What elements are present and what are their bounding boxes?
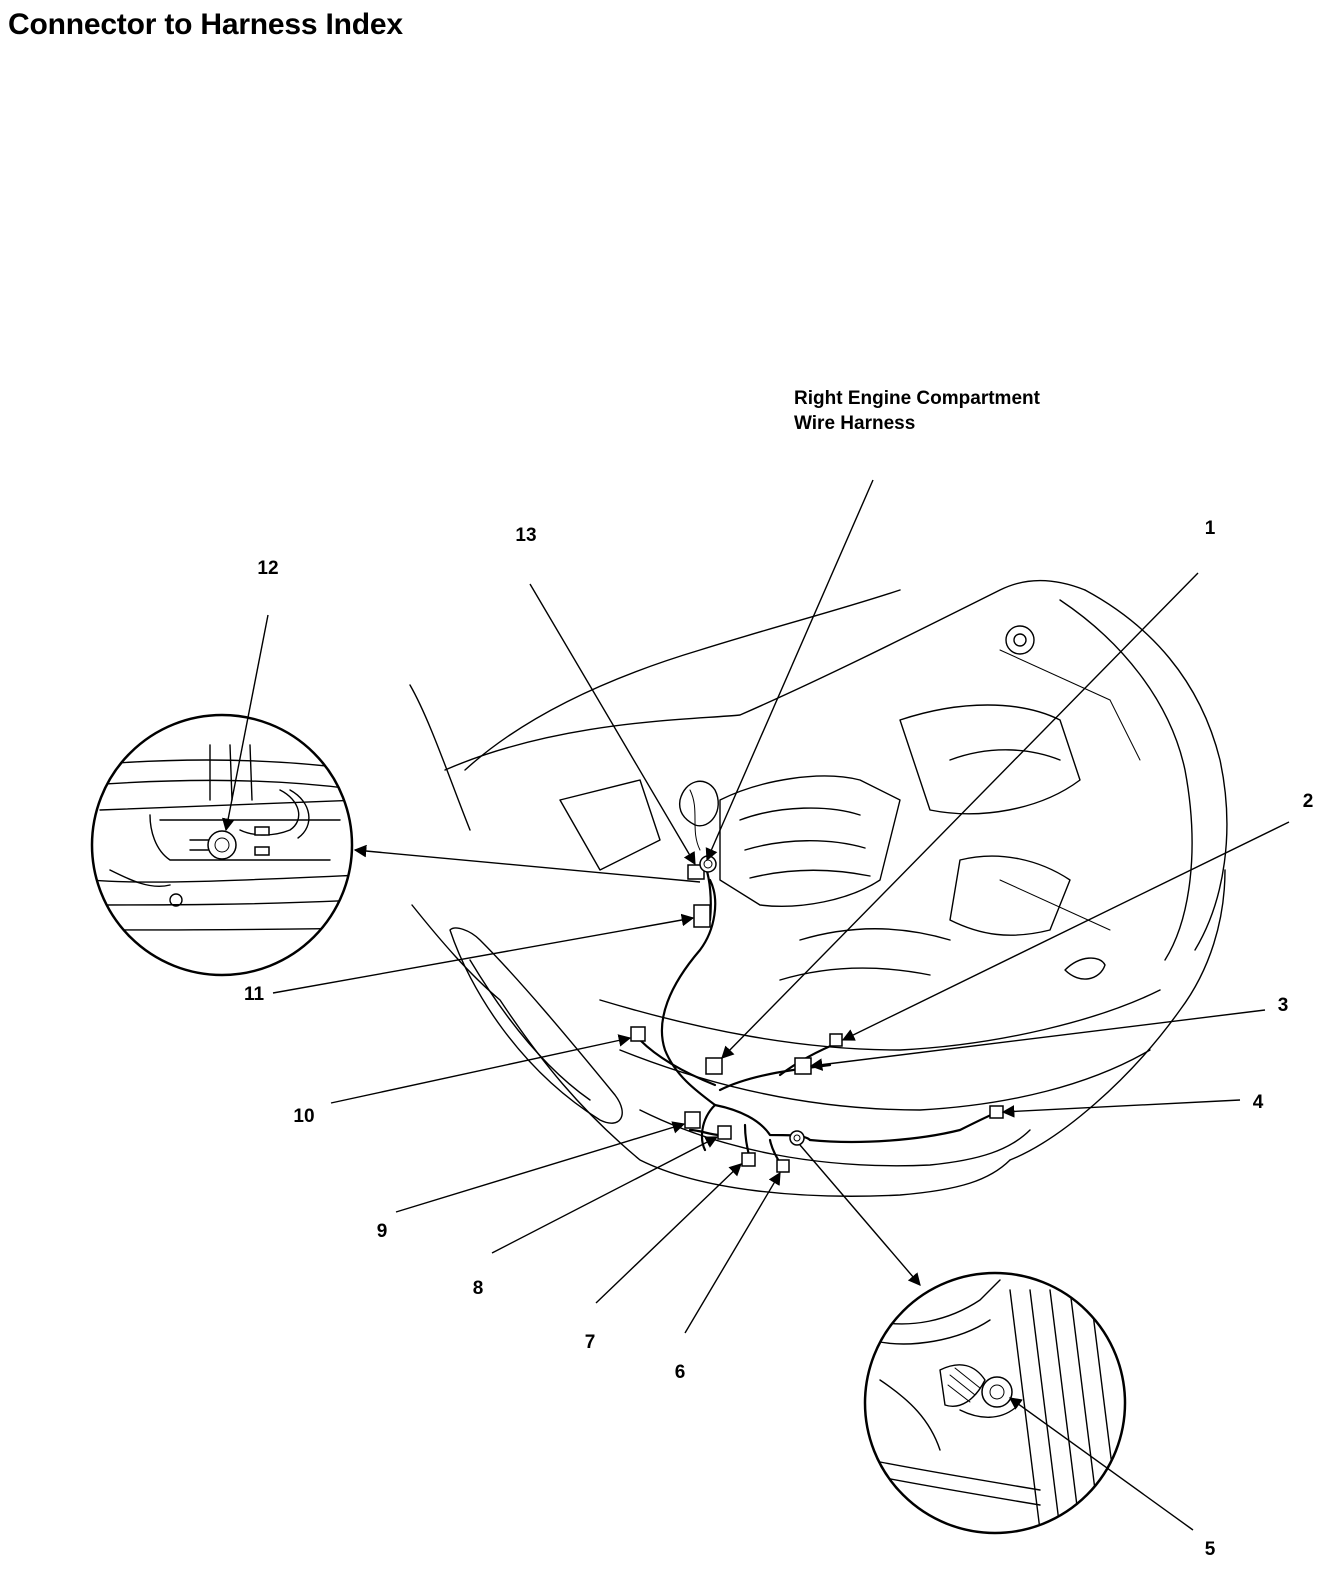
callout-10: 10 [293,1106,315,1127]
callout-3: 3 [1277,995,1289,1016]
callout-1: 1 [1204,518,1216,539]
callout-9: 9 [376,1221,388,1242]
callout-6: 6 [674,1362,686,1383]
harness-label-line-2: Wire Harness [794,413,916,434]
callout-11: 11 [243,984,265,1005]
callout-5: 5 [1204,1539,1216,1560]
callout-2: 2 [1302,791,1314,812]
callout-12: 12 [257,558,279,579]
vehicle-body [409,579,1228,1197]
harness-label: Right Engine Compartment Wire Harness [794,386,1040,436]
callout-7: 7 [584,1332,596,1353]
callout-13: 13 [515,525,537,546]
callout-4: 4 [1252,1092,1264,1113]
harness-label-line-1: Right Engine Compartment [794,388,1040,409]
page-title: Connector to Harness Index [8,8,403,41]
detail-circle-ground-12 [90,713,354,977]
detail-circle-ground-5 [863,1271,1127,1535]
connectors [630,855,1004,1173]
callout-8: 8 [472,1278,484,1299]
leader-lines [221,479,1290,1531]
